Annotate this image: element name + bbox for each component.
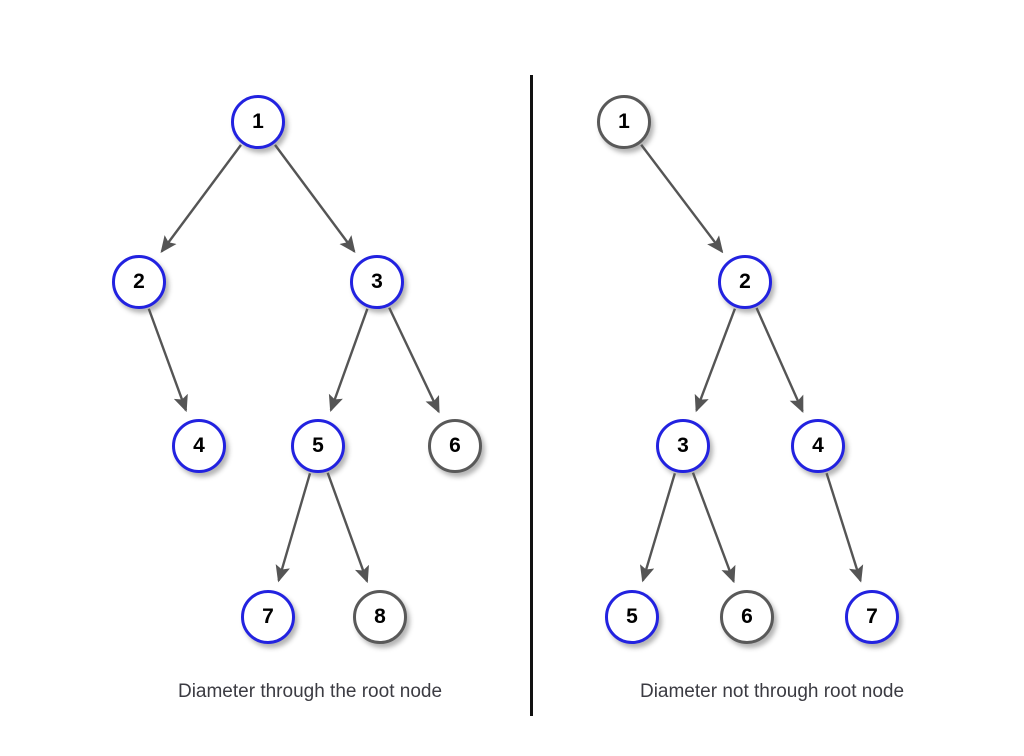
tree-edge-l3-to-l6 xyxy=(388,307,440,414)
tree-edges xyxy=(147,144,864,584)
right-panel-caption: Diameter not through root node xyxy=(639,681,905,702)
tree-edge-l5-to-l7 xyxy=(275,473,312,583)
tree-node-label: 6 xyxy=(741,604,753,628)
tree-edge-l5-to-l8 xyxy=(326,472,369,584)
tree-node-label: 7 xyxy=(866,604,878,628)
tree-edge-r3-to-r6 xyxy=(691,472,736,584)
tree-node-label: 4 xyxy=(812,433,824,457)
tree-edge-r1-to-r2 xyxy=(640,144,724,254)
tree-node-label: 5 xyxy=(626,604,638,628)
tree-node-r7: 7 xyxy=(845,590,899,644)
tree-node-label: 7 xyxy=(262,604,274,628)
tree-edge-r3-to-r5 xyxy=(639,472,676,583)
tree-node-label: 6 xyxy=(449,433,461,457)
tree-node-r3: 3 xyxy=(656,419,710,473)
tree-edge-l1-to-l2 xyxy=(160,144,242,254)
tree-node-label: 1 xyxy=(618,109,630,133)
tree-node-label: 5 xyxy=(312,433,324,457)
panel-divider xyxy=(530,75,533,716)
tree-node-label: 1 xyxy=(252,109,264,133)
left-panel-caption: Diameter through the root node xyxy=(177,681,443,702)
tree-node-label: 3 xyxy=(371,269,383,293)
tree-node-r2: 2 xyxy=(718,255,772,309)
tree-node-label: 4 xyxy=(193,433,205,457)
tree-node-r6: 6 xyxy=(720,590,774,644)
tree-node-l7: 7 xyxy=(241,590,295,644)
tree-node-label: 8 xyxy=(374,604,386,628)
tree-node-l5: 5 xyxy=(291,419,345,473)
tree-node-label: 3 xyxy=(677,433,689,457)
tree-node-l8: 8 xyxy=(353,590,407,644)
tree-node-r4: 4 xyxy=(791,419,845,473)
tree-edge-l2-to-l4 xyxy=(147,308,188,413)
tree-edge-r4-to-r7 xyxy=(825,472,864,583)
tree-node-label: 2 xyxy=(133,269,145,293)
tree-edge-r2-to-r4 xyxy=(755,307,804,414)
tree-node-l1: 1 xyxy=(231,95,285,149)
tree-node-l6: 6 xyxy=(428,419,482,473)
tree-edge-r2-to-r3 xyxy=(694,308,737,413)
tree-node-l4: 4 xyxy=(172,419,226,473)
tree-node-r1: 1 xyxy=(597,95,651,149)
tree-node-label: 2 xyxy=(739,269,751,293)
tree-node-r5: 5 xyxy=(605,590,659,644)
tree-node-l2: 2 xyxy=(112,255,166,309)
tree-node-l3: 3 xyxy=(350,255,404,309)
tree-edge-l1-to-l3 xyxy=(274,144,356,254)
tree-edge-l3-to-l5 xyxy=(328,308,369,413)
